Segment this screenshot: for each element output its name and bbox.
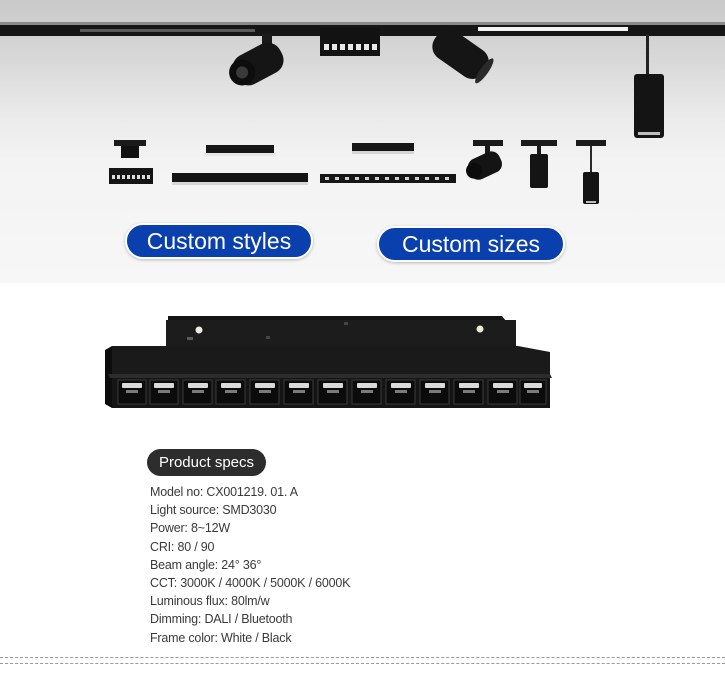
custom-sizes-badge: Custom sizes xyxy=(377,226,565,262)
spec-power: Power: 8~12W xyxy=(150,521,230,536)
spec-cri: CRI: 80 / 90 xyxy=(150,539,215,554)
pendant-light xyxy=(634,34,664,138)
spec-cct: CCT: 3000K / 4000K / 5000K / 6000K xyxy=(150,576,351,591)
spec-model-no: Model no: CX001219. 01. A xyxy=(150,485,298,499)
product-specs-list: Model no: CX001219. 01. A Light source: … xyxy=(150,483,350,647)
spec-luminous-flux: Luminous flux: 80lm/w xyxy=(150,594,270,609)
track-spotlight-right xyxy=(432,29,494,84)
custom-styles-badge: Custom styles xyxy=(125,223,313,259)
hero-banner: Custom styles Custom sizes xyxy=(0,0,725,283)
spec-light-source: Light source: SMD3030 xyxy=(150,503,277,518)
grille-lens-row xyxy=(117,379,547,405)
hero-illustration xyxy=(0,22,725,204)
product-specs-heading: Product specs xyxy=(147,449,266,476)
product-image-linear-grille-light xyxy=(105,316,552,408)
spec-dimming: Dimming: DALI / Bluetooth xyxy=(150,612,293,627)
product-lineup xyxy=(109,140,606,204)
track-spotlight-left xyxy=(229,34,284,86)
dashed-divider xyxy=(0,657,725,664)
track-grille-light xyxy=(320,28,380,56)
spec-beam-angle: Beam angle: 24° 36° xyxy=(150,557,262,572)
spec-frame-color: Frame color: White / Black xyxy=(150,630,292,645)
